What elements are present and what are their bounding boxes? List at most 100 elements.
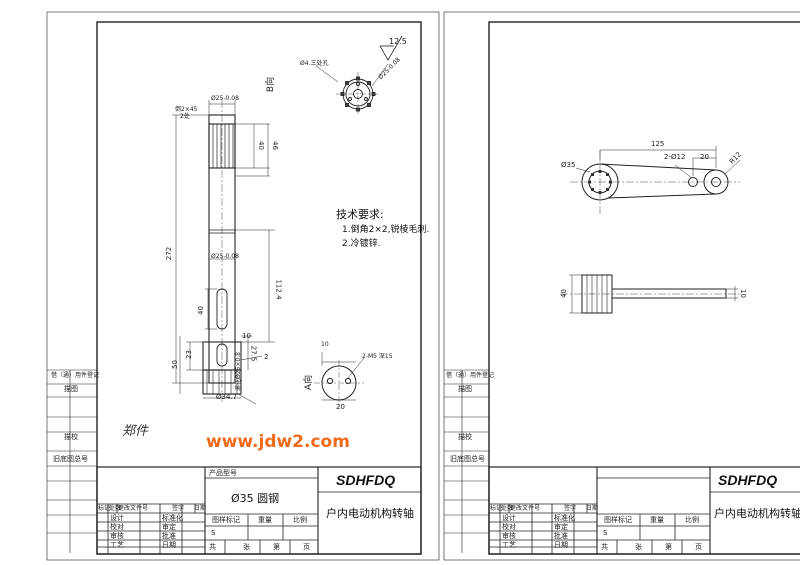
staff-label: 工艺 xyxy=(502,541,516,549)
dim-label: 272 xyxy=(165,246,174,261)
dim-label: 40 xyxy=(196,306,205,315)
section-label: A向 xyxy=(304,374,315,391)
dim-label: 2-M5 深15 xyxy=(362,353,393,360)
dim-label: 40 xyxy=(559,289,568,298)
sheet-no-label: 张 xyxy=(635,543,642,551)
left-side-label: 描校 xyxy=(64,433,78,441)
dim-label: Ø35 xyxy=(561,161,576,169)
part-name: 户内电动机构转轴 xyxy=(714,507,800,520)
right-side-table xyxy=(444,369,489,553)
staff-label: 设计 xyxy=(110,514,124,522)
staff-label: 审核 xyxy=(110,532,124,540)
staff-label: 日期 xyxy=(554,541,568,549)
dim-label: 23 xyxy=(184,350,193,359)
dim-label: Ø4.三处孔 xyxy=(300,60,329,67)
dim-label: 2-Ø12 xyxy=(664,153,686,161)
stage-label: 图样标记 xyxy=(212,516,240,524)
tech-req-item: 1.倒角2×2,锐棱毛刺. xyxy=(342,225,430,235)
page-label: 第 xyxy=(273,543,280,551)
rev-header: 签字 xyxy=(564,505,577,512)
stage-value: S xyxy=(211,529,216,537)
rev-header: 处数 xyxy=(501,505,514,512)
dim-label: 40 xyxy=(256,141,265,150)
staff-label: 批准 xyxy=(554,532,568,540)
rev-header: 标记 xyxy=(98,505,111,512)
right-side-label: 旧底图总号 xyxy=(450,455,485,463)
staff-label: 工艺 xyxy=(110,541,124,549)
signature: 郑件 xyxy=(122,424,149,439)
gear-view xyxy=(315,35,403,116)
dim-label: 倒2×45 xyxy=(175,106,198,113)
dim-label: Ø25-0.08 xyxy=(211,95,239,102)
staff-label: 日期 xyxy=(162,541,176,549)
page-label: 第 xyxy=(665,543,672,551)
right-title-block xyxy=(488,466,800,555)
roughness-value: 12.5 xyxy=(389,37,407,46)
scale-label: 比例 xyxy=(293,516,307,524)
stage-label: 图样标记 xyxy=(604,516,632,524)
staff-label: 校对 xyxy=(502,523,516,531)
dim-label: 2处 xyxy=(180,113,190,120)
left-title-block xyxy=(96,466,422,555)
right-side-label: 借（通）用件登记 xyxy=(446,372,495,379)
sheet-no-label: 张 xyxy=(243,543,250,551)
dim-label: 125 xyxy=(651,140,665,148)
left-side-label: 借（通）用件登记 xyxy=(51,372,100,379)
dim-label: 10 xyxy=(738,289,747,298)
drawing-code: SDHFDQ xyxy=(718,472,778,488)
part-name: 户内电动机构转轴 xyxy=(326,507,414,520)
shaft-view xyxy=(202,100,242,404)
a-section-view xyxy=(314,352,365,406)
staff-label: 设计 xyxy=(502,514,516,522)
dim-label: 27.5 xyxy=(249,345,258,362)
tech-req-item: 2.冷镀锌. xyxy=(342,239,381,249)
staff-label: 校对 xyxy=(110,523,124,531)
page-unit-label: 页 xyxy=(695,543,702,551)
dim-label: 10 xyxy=(242,332,251,340)
crank-hub-spline xyxy=(588,170,612,194)
tech-req-title: 技术要求: xyxy=(336,208,384,221)
page-unit-label: 页 xyxy=(303,543,310,551)
sheets-total-label: 共 xyxy=(601,543,608,551)
left-side-label: 旧底图总号 xyxy=(53,455,88,463)
staff-label: 审定 xyxy=(554,523,568,531)
stage-value: S xyxy=(603,529,608,537)
dim-label: 20 xyxy=(336,403,345,411)
watermark[interactable]: www.jdw2.com xyxy=(206,432,350,452)
material-label: Ø35 圆钢 xyxy=(231,492,280,505)
dim-label: 20 xyxy=(700,153,709,161)
left-side-label: 描图 xyxy=(64,385,78,393)
dim-label: 50 xyxy=(170,360,179,369)
rev-header: 日期 xyxy=(586,505,599,512)
left-side-table xyxy=(47,369,97,553)
dim-label: 46 xyxy=(270,141,279,150)
right-side-label: 描图 xyxy=(458,385,472,393)
dim-label: 10 xyxy=(321,341,329,348)
rev-header: 日期 xyxy=(194,505,207,512)
rev-header: 签字 xyxy=(172,505,185,512)
drawing-code: SDHFDQ xyxy=(336,472,396,488)
staff-label: 批准 xyxy=(162,532,176,540)
crank-arm-top-view xyxy=(570,146,741,214)
dim-label: Ø34.7 xyxy=(216,393,238,401)
staff-label: 标准化 xyxy=(162,514,183,522)
section-label: B向 xyxy=(266,76,277,93)
dim-label: Ø25-0.08 xyxy=(211,253,239,260)
right-side-label: 描校 xyxy=(458,433,472,441)
scale-label: 比例 xyxy=(685,516,699,524)
rev-header: 处数 xyxy=(109,505,122,512)
rev-header: 更改文件号 xyxy=(510,505,541,512)
right-sheet-trim xyxy=(443,11,800,561)
product-model-label: 产品型号 xyxy=(209,469,237,477)
gear-teeth xyxy=(340,76,376,112)
rev-header: 标记 xyxy=(490,505,503,512)
dim-label: 滚花Ø25×0.8 xyxy=(235,352,242,391)
shaft-dimensions xyxy=(172,100,275,405)
staff-label: 审核 xyxy=(502,532,516,540)
weight-label: 重量 xyxy=(258,516,272,524)
dim-label: 112.4 xyxy=(274,279,283,300)
weight-label: 重量 xyxy=(650,516,664,524)
crank-arm-side-view xyxy=(560,274,740,314)
sheets-total-label: 共 xyxy=(209,543,216,551)
